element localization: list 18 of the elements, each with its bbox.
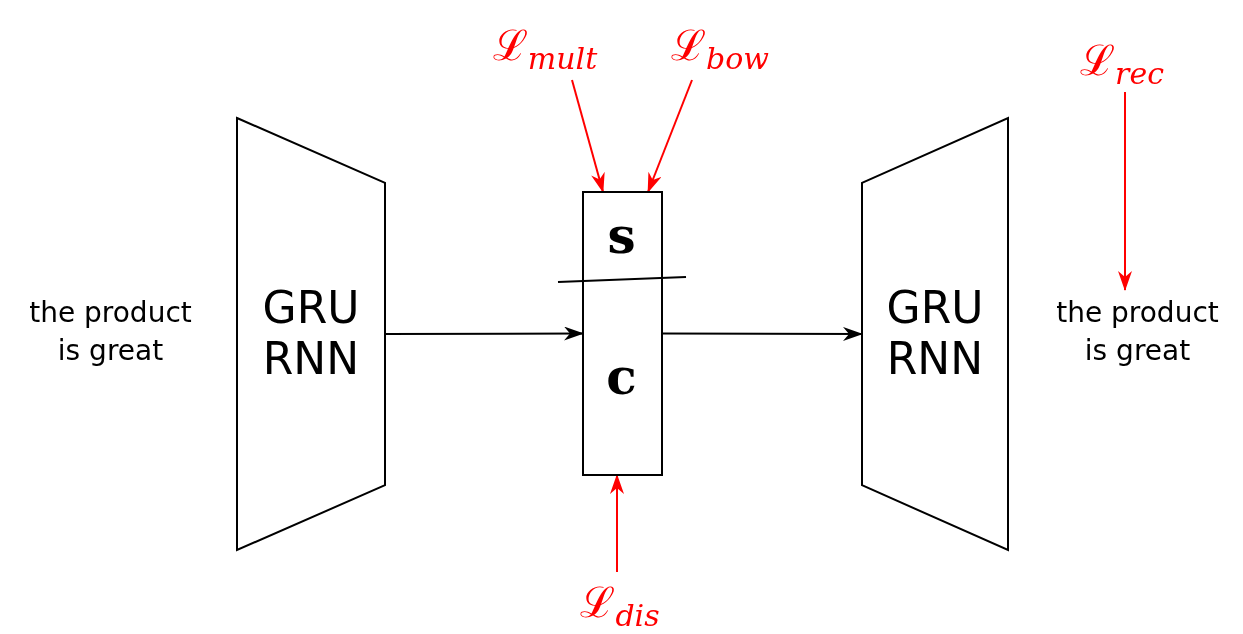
vector-symbol: s — [607, 205, 636, 265]
vector-symbol: c — [606, 347, 637, 406]
input-text: the product is great — [28, 295, 193, 369]
arrow — [661, 326, 863, 341]
layer-label: GRU RNN — [261, 283, 361, 385]
decoder-trapezoid — [862, 118, 1008, 550]
arrow — [1118, 91, 1132, 291]
loss-label: ℒ$_{bow}$ — [671, 20, 769, 77]
latent-vector-box — [583, 192, 662, 475]
arrow — [571, 79, 605, 193]
output-text: the product is great — [1055, 295, 1220, 369]
arrow — [610, 474, 624, 573]
loss-label: ℒ$_{dis}$ — [580, 577, 660, 634]
layer-label: GRU RNN — [885, 283, 985, 385]
encoder-trapezoid — [237, 118, 385, 550]
arrow — [647, 79, 693, 193]
loss-label: ℒ$_{mult}$ — [492, 20, 598, 77]
loss-label: ℒ$_{rec}$ — [1080, 35, 1164, 92]
